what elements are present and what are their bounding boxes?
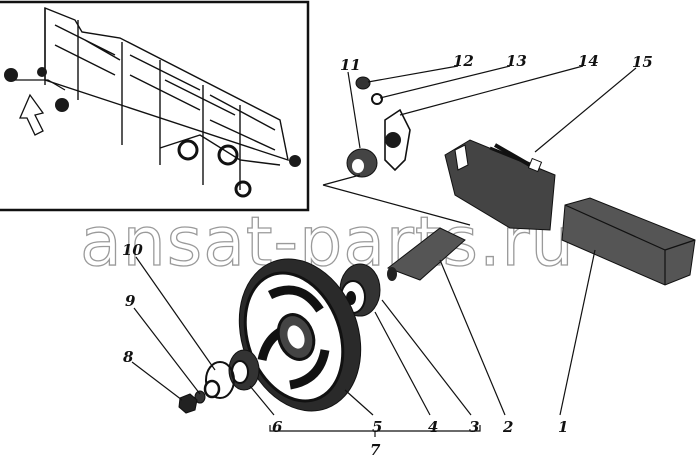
leader-lines <box>131 65 637 437</box>
part-8-nut <box>178 393 198 414</box>
inset-machine-frame <box>44 6 289 190</box>
part-14-bolt <box>489 146 543 173</box>
part-1-bracket-tube <box>561 197 696 286</box>
part-13-washer <box>371 93 383 105</box>
callout-3: 3 <box>469 418 479 436</box>
part-2-axle <box>386 227 466 281</box>
callout-4: 4 <box>428 418 438 436</box>
callout-7: 7 <box>370 441 381 459</box>
inset-pulley-icon <box>4 68 18 82</box>
inset-overview <box>0 0 310 212</box>
part-12-nut <box>355 76 371 90</box>
part-13-clamp <box>384 108 411 172</box>
location-arrow-icon <box>19 93 45 136</box>
callout-1: 1 <box>558 418 568 436</box>
callout-13: 13 <box>506 52 527 70</box>
callout-15: 15 <box>632 53 653 71</box>
part-9-washer <box>203 379 221 399</box>
callout-14: 14 <box>578 52 599 70</box>
part-10-snap-ring <box>205 361 235 399</box>
callout-2: 2 <box>502 418 513 436</box>
part-6-bearing <box>228 349 260 391</box>
callout-9: 9 <box>125 292 136 310</box>
callout-12: 12 <box>453 52 474 70</box>
part-5-pulley <box>238 258 362 412</box>
inset-frame <box>0 0 310 212</box>
callout-6: 6 <box>272 418 283 436</box>
callout-5: 5 <box>372 418 382 436</box>
callout-11: 11 <box>340 56 361 74</box>
callout-8: 8 <box>123 348 134 366</box>
callout-10: 10 <box>122 241 143 259</box>
